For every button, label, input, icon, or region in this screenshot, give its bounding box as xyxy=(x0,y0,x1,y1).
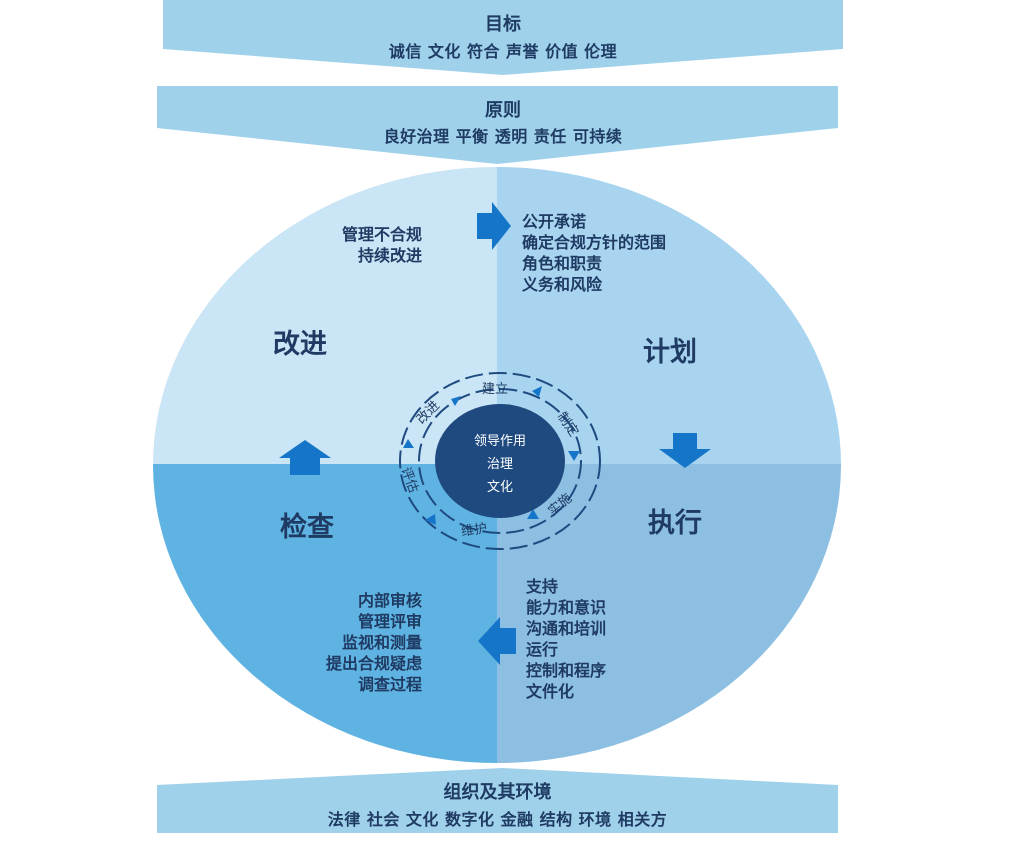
context-items: 法律 社会 文化 数字化 金融 结构 环境 相关方 xyxy=(327,810,668,829)
ring-label-establish: 建立 xyxy=(482,382,509,397)
list-item: 持续改进 xyxy=(357,246,422,265)
list-item: 支持 xyxy=(526,577,559,596)
triangle-marker-icon xyxy=(568,451,580,461)
phase-improve-title: 改进 xyxy=(273,329,327,360)
context-band xyxy=(157,768,838,833)
arrow-left-icon xyxy=(478,617,516,665)
list-item: 调查过程 xyxy=(357,675,422,694)
plan-items: 公开承诺 确定合规方针的范围 角色和职责 义务和风险 xyxy=(522,211,762,295)
goal-title: 目标 xyxy=(485,14,521,35)
triangle-marker-icon xyxy=(527,509,539,519)
principle-title: 原则 xyxy=(485,100,521,121)
list-item: 管理评审 xyxy=(357,612,422,631)
triangle-marker-icon xyxy=(403,439,414,448)
list-item: 内部审核 xyxy=(357,591,422,610)
list-item: 沟通和培训 xyxy=(526,619,607,638)
triangle-marker-icon xyxy=(451,396,461,406)
quadrant-improve xyxy=(153,167,497,464)
list-item: 确定合规方针的范围 xyxy=(522,233,667,252)
list-item: 提出合规疑虑 xyxy=(325,654,422,673)
improve-items: 管理不合规 持续改进 xyxy=(222,224,422,266)
list-item: 义务和风险 xyxy=(522,275,603,294)
phase-plan-title: 计划 xyxy=(643,337,697,368)
list-item: 管理不合规 xyxy=(341,225,422,244)
phase-check-title: 检查 xyxy=(280,512,334,543)
list-item: 控制和程序 xyxy=(526,661,607,680)
triangle-marker-icon xyxy=(532,386,542,397)
list-item: 能力和意识 xyxy=(526,598,607,617)
context-title: 组织及其环境 xyxy=(443,782,552,803)
quadrant-plan xyxy=(497,167,841,464)
list-item: 监视和测量 xyxy=(341,633,422,652)
phase-execute-title: 执行 xyxy=(648,508,702,539)
principle-items: 良好治理 平衡 透明 责任 可持续 xyxy=(383,127,623,146)
center-line-governance: 治理 xyxy=(486,457,513,472)
arrow-right-icon xyxy=(477,202,511,250)
list-item: 运行 xyxy=(526,640,559,659)
goal-band xyxy=(163,0,843,75)
ring-label-maintain: 维护 xyxy=(460,521,489,540)
center-line-culture: 文化 xyxy=(486,480,513,495)
center-line-leadership: 领导作用 xyxy=(473,434,526,449)
center-core xyxy=(435,404,565,518)
list-item: 角色和职责 xyxy=(522,254,603,273)
execute-items: 支持 能力和意识 沟通和培训 运行 控制和程序 文件化 xyxy=(526,576,726,702)
check-items: 内部审核 管理评审 监视和测量 提出合规疑虑 调查过程 xyxy=(222,590,422,695)
list-item: 公开承诺 xyxy=(522,212,587,231)
outer-dashed-ring xyxy=(399,372,601,550)
principle-band xyxy=(157,86,838,164)
list-item: 文件化 xyxy=(526,682,575,701)
arrow-up-icon xyxy=(279,440,331,475)
arrow-down-icon xyxy=(659,433,711,468)
goal-items: 诚信 文化 符合 声誉 价值 伦理 xyxy=(388,42,618,61)
triangle-marker-icon xyxy=(425,514,436,525)
inner-dashed-ring xyxy=(418,388,582,534)
